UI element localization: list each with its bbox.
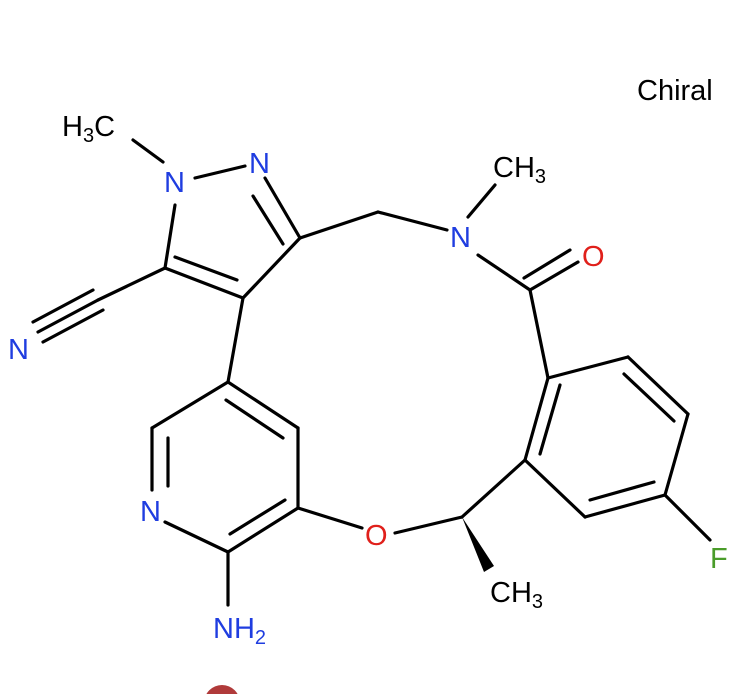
bond-nitrile-triple-2 <box>31 288 95 324</box>
partial-red-circle <box>206 685 238 694</box>
bond-amide-n-carbonyl-c <box>476 253 532 292</box>
bond-pyr-c4-c5 <box>226 380 300 430</box>
bond-nitrile-triple-1 <box>36 298 100 334</box>
bond-pyr-c4-c5-double <box>224 398 285 440</box>
atom-labels: Chiral H3C N N N N CH3 O N O CH3 NH2 F <box>8 75 728 649</box>
bond-pyrazole-n1-c5 <box>163 203 177 270</box>
bond-benz-4-5 <box>583 493 667 519</box>
bond-c-f <box>663 493 712 542</box>
bond-benz-4-5-double <box>588 480 656 502</box>
bond-carbonyl-double-2 <box>522 248 572 280</box>
bond-ether-o-pyridine <box>296 506 364 530</box>
bond-carbonyl-double-1 <box>528 260 580 292</box>
bond-aryl-chiral-c <box>460 458 527 519</box>
bond-c5-nitrile-c <box>96 266 167 302</box>
bond-nitrile-triple-3 <box>41 308 105 344</box>
amide-methyl-label: CH3 <box>493 152 546 188</box>
ether-o-label: O <box>365 520 388 552</box>
bond-n1-methyl <box>131 138 165 164</box>
bonds <box>31 138 712 607</box>
chiral-methyl-label: CH3 <box>490 577 543 613</box>
bond-chiral-c-ether-o <box>393 515 464 535</box>
bond-benz-5-6 <box>523 458 587 519</box>
bond-pyr-c5-c6 <box>150 380 230 430</box>
bond-benz-2-3-double <box>622 372 676 423</box>
bond-pyrazole-c4-c5-double <box>173 255 239 282</box>
bond-benz-6-1-double <box>538 383 562 456</box>
bond-pyr-c2-c3 <box>226 506 300 554</box>
bond-carbonyl-aryl <box>528 288 550 380</box>
bond-benz-6-1 <box>523 376 550 462</box>
pyrazole-n2-label: N <box>249 148 270 180</box>
amide-n-label: N <box>450 222 471 254</box>
stereo-label: Chiral <box>637 75 713 107</box>
wedge-bond-chiral-methyl <box>462 517 494 572</box>
bond-benz-1-2 <box>546 355 630 380</box>
carbonyl-o-label: O <box>582 241 605 273</box>
bond-pyrazole-c4-c5 <box>163 266 245 300</box>
nitrile-n-label: N <box>8 334 29 366</box>
bond-pyr-c2-c3-double <box>228 498 287 536</box>
bond-amide-n-methyl <box>466 183 497 219</box>
bond-pyrazole-n2-c3-double <box>251 194 285 246</box>
bond-pyr-n1-c2 <box>163 520 230 554</box>
pyridine-n-label: N <box>140 496 161 528</box>
bond-pyrazole-n1-n2 <box>193 164 247 180</box>
bond-pyrazole-n2-c3 <box>263 176 302 240</box>
amino-label: NH2 <box>213 613 266 649</box>
bond-c3-ch2 <box>298 210 380 240</box>
bond-benz-3-4 <box>663 412 690 497</box>
bond-benz-2-3 <box>626 355 690 416</box>
pyrazole-n1-label: N <box>164 167 185 199</box>
methyl-pyrazole-label: H3C <box>62 111 115 147</box>
bond-ch2-amide-n <box>376 210 449 232</box>
fluorine-label: F <box>710 543 728 575</box>
bond-pyridine-pyrazole <box>226 296 245 384</box>
bond-pyrazole-c3-c4 <box>241 236 302 300</box>
